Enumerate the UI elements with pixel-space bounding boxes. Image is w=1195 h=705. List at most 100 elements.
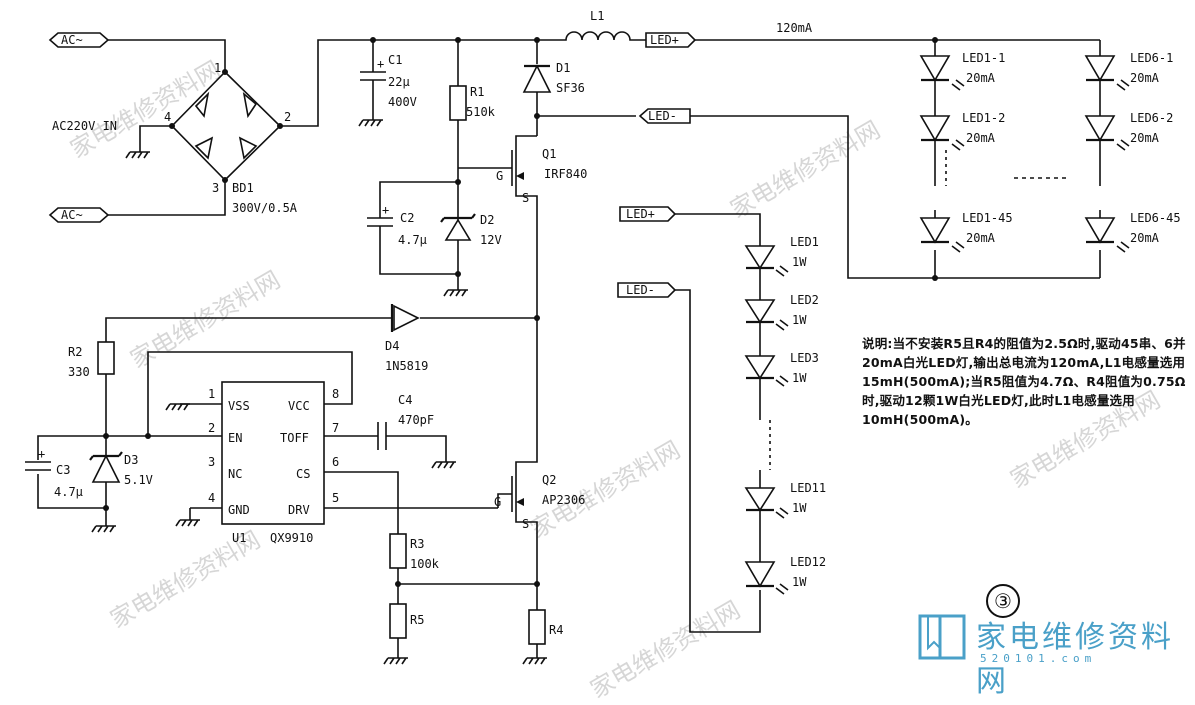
led-ref: LED1-45 <box>962 211 1013 225</box>
inductor-l1: L1 <box>537 9 646 41</box>
site-logo: 家电维修资料网 520101.com <box>914 608 1186 699</box>
d2-ref: D2 <box>480 213 494 227</box>
led-ref: LED3 <box>790 351 819 365</box>
led-ref: LED1-2 <box>962 111 1005 125</box>
d1-ref: D1 <box>556 61 570 75</box>
led-power: 1W <box>792 313 807 327</box>
pin-name: TOFF <box>280 431 309 445</box>
source-label: S <box>522 517 529 531</box>
port-led-plus-mid: LED+ <box>619 206 677 222</box>
led-current: 20mA <box>966 231 996 245</box>
pin-name: NC <box>228 467 242 481</box>
led-power: 1W <box>792 501 807 515</box>
port-ac-bottom: AC~ <box>48 207 110 223</box>
pin-number: 4 <box>208 491 215 505</box>
explanation-note: 说明:当不安装R5且R4的阻值为2.5Ω时,驱动45串、6并20mA白光LED灯… <box>862 336 1186 427</box>
c1-voltage: 400V <box>388 95 417 109</box>
r1-ref: R1 <box>470 85 484 99</box>
led-ref: LED11 <box>790 481 826 495</box>
c1-ref: C1 <box>388 53 402 67</box>
r1-value: 510k <box>466 105 496 119</box>
led-symbol <box>744 245 789 277</box>
port-label: AC~ <box>61 208 83 222</box>
resistor-r4: R4 <box>528 609 563 658</box>
gate-label: G <box>494 495 501 509</box>
resistor-r2: R2 330 <box>68 341 115 436</box>
led-power: 1W <box>792 371 807 385</box>
q2-ref: Q2 <box>542 473 556 487</box>
r3-ref: R3 <box>410 537 424 551</box>
pin-number: 3 <box>208 455 215 469</box>
capacitor-c1: + C1 22μ 400V <box>358 40 417 127</box>
diode-d4: D4 1N5819 <box>105 304 537 373</box>
led-chain: LED1 1W LED2 1W LED3 1W LED11 1W LED12 1… <box>744 235 826 595</box>
zener-d3: D3 5.1V <box>89 451 153 487</box>
q2-value: AP2306 <box>542 493 585 507</box>
ground-symbol <box>443 289 468 297</box>
port-label: LED- <box>626 283 655 297</box>
d2-value: 12V <box>480 233 502 247</box>
book-icon <box>918 614 966 660</box>
ic-u1: VSS EN NC GND VCC TOFF CS DRV 1 2 3 4 8 … <box>208 381 339 545</box>
led-ref: LED1 <box>790 235 819 249</box>
capacitor-c4: C4 470pF <box>324 393 447 462</box>
port-led-plus-top: LED+ <box>645 32 697 48</box>
pin-number: 8 <box>332 387 339 401</box>
port-label: LED+ <box>626 207 655 221</box>
ground-symbol <box>522 657 547 665</box>
pin-name: VCC <box>288 399 310 413</box>
port-led-minus-mid: LED- <box>617 282 677 298</box>
pin-4-label: 4 <box>164 110 171 124</box>
ground-symbol <box>165 403 190 411</box>
led-symbol <box>1084 217 1130 253</box>
zener-d2: D2 12V <box>440 213 502 247</box>
ground-symbol <box>91 525 116 533</box>
source-label: S <box>522 191 529 205</box>
logo-url: 520101.com <box>980 652 1097 665</box>
bridge-value: 300V/0.5A <box>232 201 298 215</box>
pin-name: DRV <box>288 503 310 517</box>
led-symbol <box>744 561 789 595</box>
port-ac-top: AC~ <box>48 32 110 48</box>
u1-value: QX9910 <box>270 531 313 545</box>
pin-name: GND <box>228 503 250 517</box>
led-symbol <box>919 217 965 253</box>
led-ref: LED12 <box>790 555 826 569</box>
led-current: 20mA <box>1130 71 1160 85</box>
r3-value: 100k <box>410 557 440 571</box>
pin-2-label: 2 <box>284 110 291 124</box>
q1-ref: Q1 <box>542 147 556 161</box>
led-power: 1W <box>792 575 807 589</box>
c4-ref: C4 <box>398 393 412 407</box>
bridge-rectifier: 1 2 3 4 BD1 300V/0.5A <box>164 61 298 215</box>
q1-value: IRF840 <box>544 167 587 181</box>
d4-ref: D4 <box>385 339 399 353</box>
led-symbol <box>744 299 789 331</box>
polarity-mark: + <box>38 447 45 461</box>
led-current: 20mA <box>966 71 996 85</box>
mosfet-q1: Q1 IRF840 G S <box>490 135 587 320</box>
c1-value: 22μ <box>388 75 410 89</box>
pin-number: 6 <box>332 455 339 469</box>
capacitor-c2: + C2 4.7μ <box>367 181 458 275</box>
d1-value: SF36 <box>556 81 585 95</box>
l1-ref: L1 <box>590 9 604 23</box>
d4-value: 1N5819 <box>385 359 428 373</box>
u1-ref: U1 <box>232 531 246 545</box>
pin-number: 2 <box>208 421 215 435</box>
port-led-minus-top: LED- <box>638 108 691 124</box>
c2-value: 4.7μ <box>398 233 427 247</box>
led-symbol <box>744 487 789 519</box>
resistor-r5: R5 <box>389 603 424 658</box>
ground-symbol <box>175 519 200 527</box>
ground-symbol <box>431 461 456 469</box>
c2-ref: C2 <box>400 211 414 225</box>
port-label: AC~ <box>61 33 83 47</box>
led-symbol <box>744 355 789 387</box>
polarity-mark: + <box>382 203 389 217</box>
pin-name: VSS <box>228 399 250 413</box>
port-label: LED+ <box>650 33 679 47</box>
led-ref: LED6-45 <box>1130 211 1181 225</box>
led-ref: LED1-1 <box>962 51 1005 65</box>
input-label: AC220V IN <box>52 119 117 133</box>
